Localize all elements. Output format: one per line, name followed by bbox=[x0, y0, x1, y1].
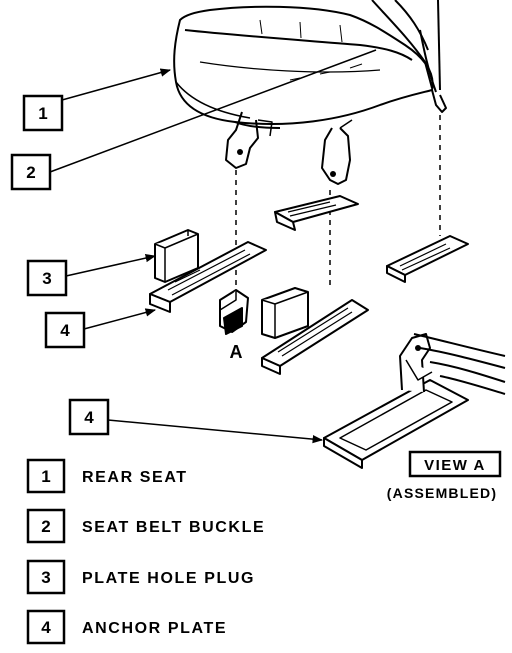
callout-1: 1 bbox=[22, 94, 64, 132]
view-a-assembled-illustration bbox=[323, 333, 506, 469]
svg-text:3: 3 bbox=[42, 269, 51, 288]
anchor-plates bbox=[149, 195, 469, 375]
callout-3: 3 bbox=[26, 259, 68, 297]
legend-item-rear-seat: 1 REAR SEAT bbox=[26, 458, 188, 494]
callout-4-upper: 4 bbox=[44, 311, 86, 349]
view-a-sublabel: (ASSEMBLED) bbox=[387, 485, 497, 501]
svg-text:PLATE HOLE PLUG: PLATE HOLE PLUG bbox=[82, 570, 255, 587]
svg-text:1: 1 bbox=[41, 467, 50, 486]
plate-hole-plugs bbox=[154, 229, 309, 339]
svg-text:4: 4 bbox=[84, 408, 94, 427]
legend-item-seat-belt-buckle: 2 SEAT BELT BUCKLE bbox=[26, 508, 265, 544]
legend-item-plate-hole-plug: 3 PLATE HOLE PLUG bbox=[26, 559, 255, 595]
svg-text:4: 4 bbox=[60, 321, 70, 340]
detail-letter-a: A bbox=[230, 342, 243, 362]
legend: 1 REAR SEAT 2 SEAT BELT BUCKLE 3 PLATE H… bbox=[26, 458, 265, 645]
detail-a-cutaway bbox=[219, 289, 249, 335]
callout-leaders bbox=[49, 49, 377, 444]
svg-text:4: 4 bbox=[41, 618, 51, 637]
svg-text:3: 3 bbox=[41, 568, 50, 587]
callout-4-lower: 4 bbox=[68, 398, 110, 436]
svg-text:VIEW A: VIEW A bbox=[424, 457, 486, 474]
svg-text:2: 2 bbox=[41, 517, 50, 536]
svg-text:SEAT BELT BUCKLE: SEAT BELT BUCKLE bbox=[82, 519, 265, 536]
view-a-label: VIEW A bbox=[408, 450, 502, 478]
svg-text:ANCHOR PLATE: ANCHOR PLATE bbox=[82, 620, 227, 637]
legend-item-anchor-plate: 4 ANCHOR PLATE bbox=[26, 609, 227, 645]
rear-seat-illustration bbox=[173, 0, 447, 185]
svg-text:2: 2 bbox=[26, 163, 35, 182]
callout-2: 2 bbox=[10, 153, 52, 191]
svg-text:1: 1 bbox=[38, 104, 47, 123]
alignment-lines bbox=[235, 115, 441, 300]
svg-text:REAR SEAT: REAR SEAT bbox=[82, 469, 188, 486]
